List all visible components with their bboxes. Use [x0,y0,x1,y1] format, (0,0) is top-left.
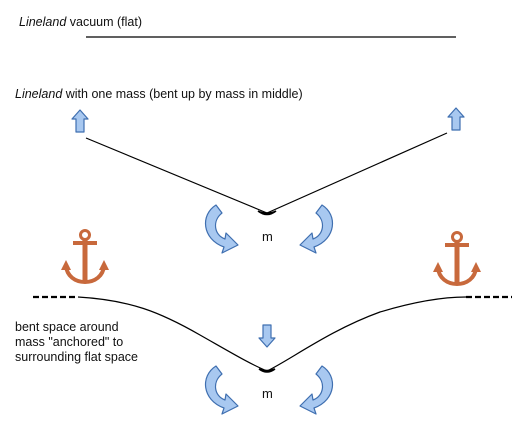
up-arrow-icon [71,109,89,133]
vacuum-title-text: vacuum (flat) [66,15,142,29]
up-arrow-icon [447,107,465,131]
mass-dimple-bottom [258,368,276,373]
anchor-icon [59,228,111,284]
curved-arrow-icon [204,204,239,254]
mass-label-bottom: m [262,386,273,401]
bent-space-line [85,132,448,214]
curved-arrow-icon [299,365,334,415]
mass-label-top: m [262,229,273,244]
anchored-caption-line: bent space around [15,320,119,334]
curved-arrow-icon [299,204,334,254]
vacuum-title: Lineland vacuum (flat) [19,15,142,30]
anchor-icon [431,230,483,286]
mass-dimple-top [257,210,277,216]
anchored-caption-line: mass "anchored" to [15,335,124,349]
anchored-caption: bent space around mass "anchored" to sur… [15,320,175,365]
down-arrow-icon [258,324,276,348]
one-mass-title-italic: Lineland [15,87,63,101]
curved-arrow-icon [204,365,239,415]
one-mass-title-text: with one mass (bent up by mass in middle… [62,87,303,101]
one-mass-title: Lineland with one mass (bent up by mass … [15,87,303,102]
anchored-caption-line: surrounding flat space [15,350,138,364]
vacuum-title-italic: Lineland [19,15,67,29]
